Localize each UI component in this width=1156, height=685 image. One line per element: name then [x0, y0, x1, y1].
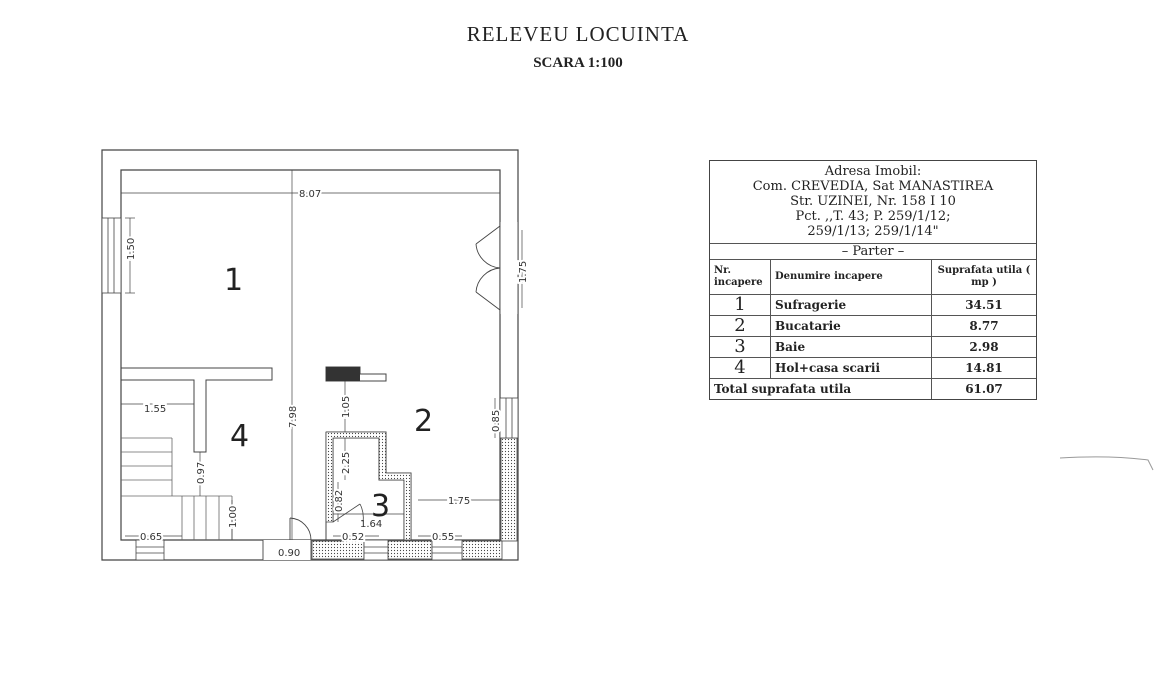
dim-bath-window: 0.52	[342, 532, 364, 543]
dim-overall-width: 8.07	[299, 189, 321, 200]
total-label: Total suprafata utila	[710, 378, 932, 399]
header-name: Denumire incapere	[770, 260, 932, 295]
window-bottom-left	[135, 539, 165, 561]
window-right	[499, 397, 519, 439]
address-line: Adresa Imobil:	[824, 164, 922, 179]
row-name: Hol+casa scarii	[770, 357, 932, 379]
dim-stair-width: 1.55	[144, 404, 166, 415]
row-area: 14.81	[931, 357, 1036, 379]
drawing-title: RELEVEU LOCUINTA	[466, 22, 690, 46]
room-number-1: 1	[224, 263, 243, 298]
wall-block	[326, 367, 360, 381]
table-row: 1 Sufragerie 34.51	[710, 294, 1036, 316]
dim-bath-door: 0.82	[334, 490, 345, 512]
dim-bath-height: 2.25	[341, 452, 352, 474]
outer-walls	[101, 149, 519, 561]
window-bottom-right	[431, 539, 463, 561]
header-area: Suprafata utila ( mp )	[931, 260, 1036, 295]
dim-right-window: 0.55	[432, 532, 454, 543]
row-area: 8.77	[931, 315, 1036, 337]
address-line: Com. CREVEDIA, Sat MANASTIREA	[752, 179, 994, 194]
address-block: Adresa Imobil: Com. CREVEDIA, Sat MANAST…	[710, 161, 1036, 244]
row-name: Sufragerie	[770, 294, 932, 316]
door-bath	[332, 503, 364, 523]
row-area: 2.98	[931, 336, 1036, 358]
dim-window-left: 1.50	[126, 238, 137, 260]
table-row: 2 Bucatarie 8.77	[710, 315, 1036, 337]
door-entry	[262, 517, 312, 560]
dim-partition-length: 0.97	[196, 462, 207, 484]
info-block: Adresa Imobil: Com. CREVEDIA, Sat MANAST…	[709, 160, 1037, 400]
row-name: Baie	[770, 336, 932, 358]
row-nr: 1	[710, 294, 771, 316]
address-line: Pct. ,,T. 43; P. 259/1/12;	[795, 209, 951, 224]
scan-mark	[1059, 456, 1154, 471]
row-nr: 3	[710, 336, 771, 358]
table-row: 4 Hol+casa scarii 14.81	[710, 357, 1036, 379]
header-nr: Nr. incapere	[710, 260, 771, 295]
dim-door-right: 1.75	[518, 261, 529, 283]
dim-right-wall-window: 0.85	[491, 410, 502, 432]
window-bottom-bath	[363, 539, 389, 561]
room-number-4: 4	[230, 419, 249, 454]
address-line: 259/1/13; 259/1/14"	[807, 224, 939, 239]
room-number-3: 3	[371, 489, 390, 524]
window-left	[101, 217, 122, 294]
dim-kitchen-span: 1.75	[448, 496, 470, 507]
address-line: Str. UZINEI, Nr. 158 I 10	[790, 194, 956, 209]
level-label: – Parter –	[710, 244, 1036, 260]
table-header-row: Nr. incapere Denumire incapere Suprafata…	[710, 260, 1036, 295]
row-nr: 4	[710, 357, 771, 379]
room-number-2: 2	[414, 404, 433, 439]
dim-entry-door: 0.90	[278, 548, 300, 559]
dim-bath-width: 1.64	[360, 519, 382, 530]
door-right	[475, 222, 519, 314]
area-table: Nr. incapere Denumire incapere Suprafata…	[710, 260, 1036, 399]
dim-bottom-left: 0.65	[140, 532, 162, 543]
row-nr: 2	[710, 315, 771, 337]
row-area: 34.51	[931, 294, 1036, 316]
drawing-scale: SCARA 1:100	[533, 55, 623, 71]
total-value: 61.07	[931, 378, 1036, 399]
row-name: Bucatarie	[770, 315, 932, 337]
dim-stair-height: 1.00	[228, 506, 239, 528]
dimension-lines	[120, 170, 523, 540]
total-row: Total suprafata utila 61.07	[710, 378, 1036, 399]
stairs	[121, 437, 233, 540]
dim-height-total: 7.98	[288, 406, 299, 428]
table-row: 3 Baie 2.98	[710, 336, 1036, 358]
dim-bath-top-offset: 1.05	[341, 396, 352, 418]
hatched-walls	[311, 437, 518, 560]
